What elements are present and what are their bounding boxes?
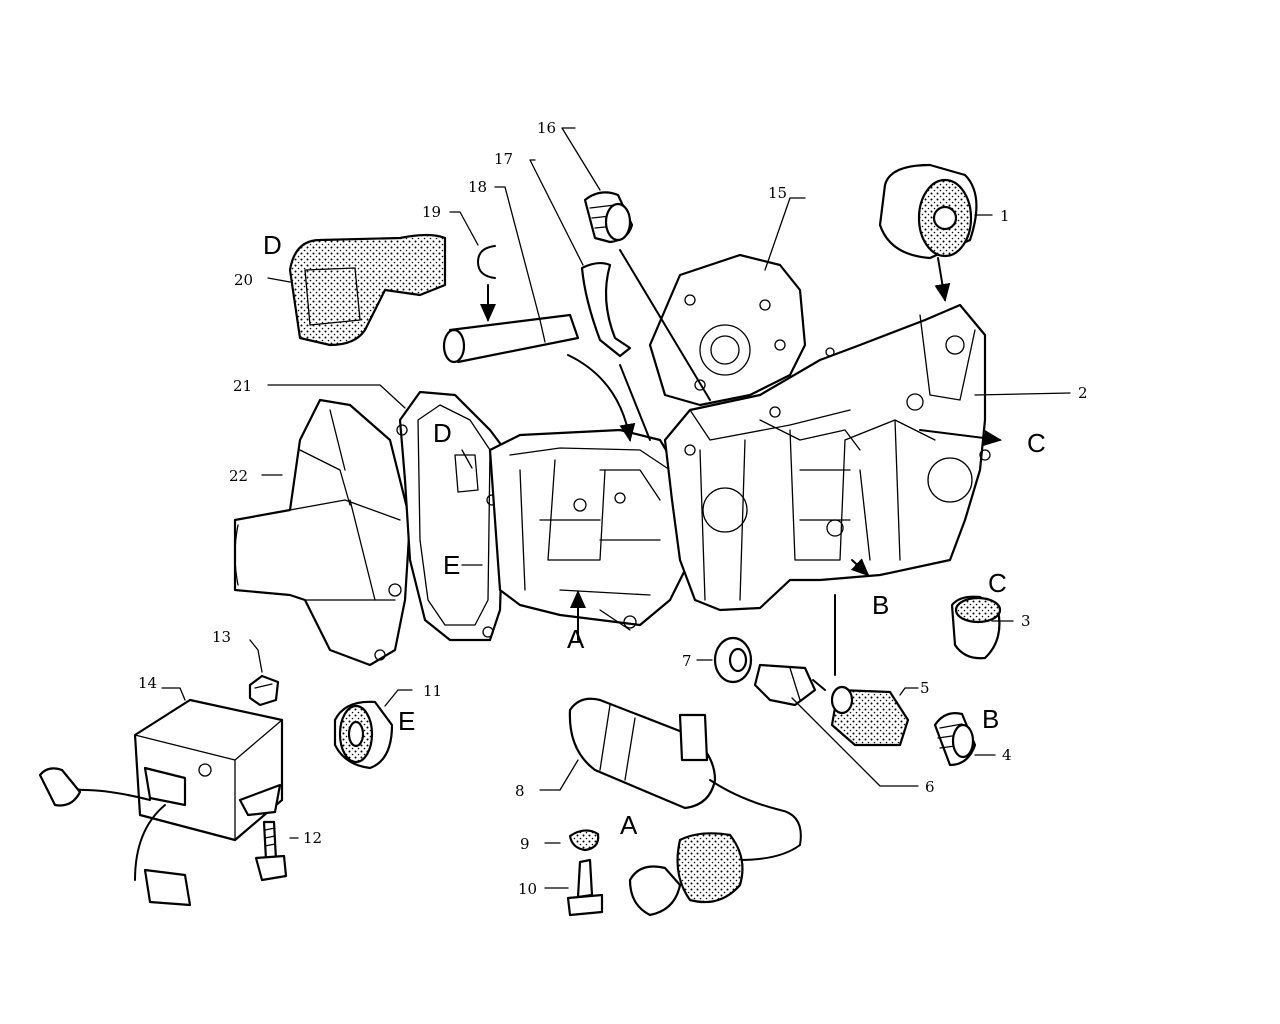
callout-19: 19 [422, 203, 441, 221]
callout-2: 2 [1078, 384, 1088, 402]
letter-e-bearing: E [398, 706, 415, 736]
callout-6: 6 [925, 778, 935, 796]
lock-plate-part-17 [580, 261, 632, 358]
callout-1: 1 [1000, 207, 1010, 225]
callout-20: 20 [234, 271, 253, 289]
switch-part-6 [753, 663, 826, 707]
letter-d-case: D [433, 418, 452, 448]
slave-cylinder-part-8 [568, 697, 802, 917]
seal-ring-part-7 [713, 636, 753, 684]
callout-7: 7 [682, 652, 692, 670]
callout-16: 16 [537, 119, 556, 137]
bush-part-16 [583, 191, 634, 244]
callout-15: 15 [768, 184, 787, 202]
bell-housing-part-22 [233, 398, 412, 667]
callout-numbers: 1 2 3 4 5 6 7 8 9 10 11 12 13 14 15 16 1… [138, 119, 1088, 898]
sensor-part-5 [830, 685, 910, 747]
washer-part-9 [568, 829, 600, 852]
callout-4: 4 [1002, 746, 1012, 764]
control-unit-part-14 [38, 698, 284, 907]
letter-a-slave: A [620, 810, 638, 840]
callout-9: 9 [520, 835, 530, 853]
callout-12: 12 [303, 829, 322, 847]
letter-a-case: A [567, 624, 585, 654]
circlip-part-19 [477, 245, 496, 279]
rear-casing-part-2 [663, 303, 991, 612]
letter-b-plug: B [982, 704, 999, 734]
callout-10: 10 [518, 880, 537, 898]
callout-22: 22 [229, 467, 248, 485]
bleed-screw-part-10 [566, 858, 604, 917]
callout-3: 3 [1021, 612, 1031, 630]
bearing-part-11 [333, 700, 394, 770]
gearbox-front-casing [488, 428, 692, 631]
callout-18: 18 [468, 178, 487, 196]
letter-d-pipe: D [263, 230, 282, 260]
callout-21: 21 [233, 377, 252, 395]
callout-14: 14 [138, 674, 157, 692]
nut-part-13 [248, 674, 280, 707]
callout-11: 11 [423, 682, 442, 700]
leader-lines [161, 127, 1071, 889]
oil-pipe-part-20 [288, 233, 447, 347]
reference-letters: D D E A B C C B E A [263, 230, 1046, 840]
rubber-mount-part-1 [878, 163, 978, 260]
bolt-part-12 [254, 820, 288, 882]
front-cover-plate-part-21 [396, 390, 507, 642]
letter-e-case: E [443, 550, 460, 580]
cap-part-3 [950, 595, 1002, 660]
callout-13: 13 [212, 628, 231, 646]
letter-b-case: B [872, 590, 889, 620]
shaft-part-18 [442, 313, 580, 364]
rear-cover-plate-part-15 [648, 253, 807, 407]
callout-8: 8 [515, 782, 525, 800]
plug-part-4 [933, 712, 977, 767]
letter-c-case: C [1027, 428, 1046, 458]
letter-c-cap: C [988, 568, 1007, 598]
callout-17: 17 [494, 150, 513, 168]
callout-5: 5 [920, 679, 930, 697]
